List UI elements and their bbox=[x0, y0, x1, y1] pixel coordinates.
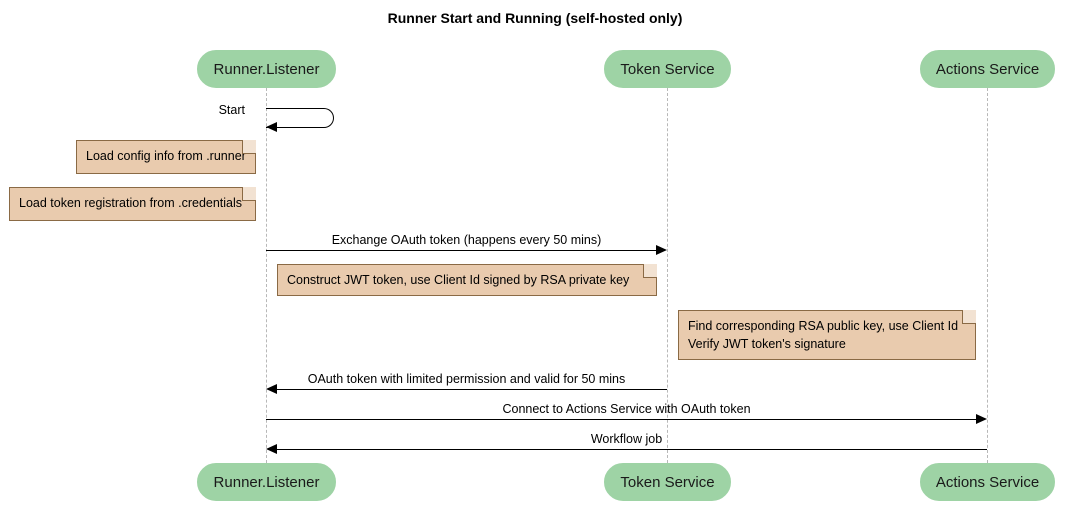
participant-label: Token Service bbox=[620, 473, 715, 491]
note-text: Construct JWT token, use Client Id signe… bbox=[287, 273, 630, 287]
note-text: Load config info from .runner bbox=[86, 149, 246, 163]
message-arrowhead-oauth-return bbox=[266, 383, 277, 394]
participant-label: Runner.Listener bbox=[213, 60, 320, 78]
lifeline-actions bbox=[987, 88, 988, 463]
note-verify-jwt: Find corresponding RSA public key, use C… bbox=[678, 310, 976, 360]
note-construct-jwt: Construct JWT token, use Client Id signe… bbox=[277, 264, 657, 296]
participant-actions-bottom[interactable]: Actions Service bbox=[920, 463, 1055, 501]
lifeline-token bbox=[667, 88, 668, 463]
note-load-token-registration: Load token registration from .credential… bbox=[9, 187, 256, 221]
note-fold-icon bbox=[242, 140, 256, 154]
message-arrowhead-exchange-oauth bbox=[656, 244, 667, 255]
note-text: Find corresponding RSA public key, use C… bbox=[688, 319, 959, 351]
note-fold-icon bbox=[643, 264, 657, 278]
participant-label: Actions Service bbox=[935, 60, 1040, 78]
note-fold-icon bbox=[242, 187, 256, 201]
message-label-oauth-return: OAuth token with limited permission and … bbox=[307, 372, 626, 386]
note-fold-icon bbox=[962, 310, 976, 324]
participant-label: Token Service bbox=[620, 60, 715, 78]
participant-token-top[interactable]: Token Service bbox=[604, 50, 731, 88]
participant-label: Runner.Listener bbox=[213, 473, 320, 491]
self-message-arrowhead-start bbox=[266, 122, 277, 132]
lifeline-runner bbox=[266, 88, 267, 463]
message-line-workflow-job bbox=[277, 449, 987, 450]
message-line-oauth-return bbox=[277, 389, 667, 390]
message-label-exchange-oauth: Exchange OAuth token (happens every 50 m… bbox=[331, 233, 602, 247]
message-label-workflow-job: Workflow job bbox=[590, 432, 663, 446]
participant-label: Actions Service bbox=[935, 473, 1040, 491]
message-line-connect-actions bbox=[266, 419, 976, 420]
note-text: Load token registration from .credential… bbox=[19, 196, 243, 210]
note-load-config: Load config info from .runner bbox=[76, 140, 256, 174]
message-line-exchange-oauth bbox=[266, 250, 656, 251]
message-arrowhead-connect-actions bbox=[976, 413, 987, 424]
self-message-loop-start bbox=[266, 108, 334, 128]
self-message-label-start: Start bbox=[218, 103, 245, 117]
participant-token-bottom[interactable]: Token Service bbox=[604, 463, 731, 501]
message-label-connect-actions: Connect to Actions Service with OAuth to… bbox=[502, 402, 751, 416]
participant-actions-top[interactable]: Actions Service bbox=[920, 50, 1055, 88]
participant-runner-top[interactable]: Runner.Listener bbox=[197, 50, 336, 88]
diagram-title: Runner Start and Running (self-hosted on… bbox=[387, 10, 683, 26]
message-arrowhead-workflow-job bbox=[266, 443, 277, 454]
participant-runner-bottom[interactable]: Runner.Listener bbox=[197, 463, 336, 501]
